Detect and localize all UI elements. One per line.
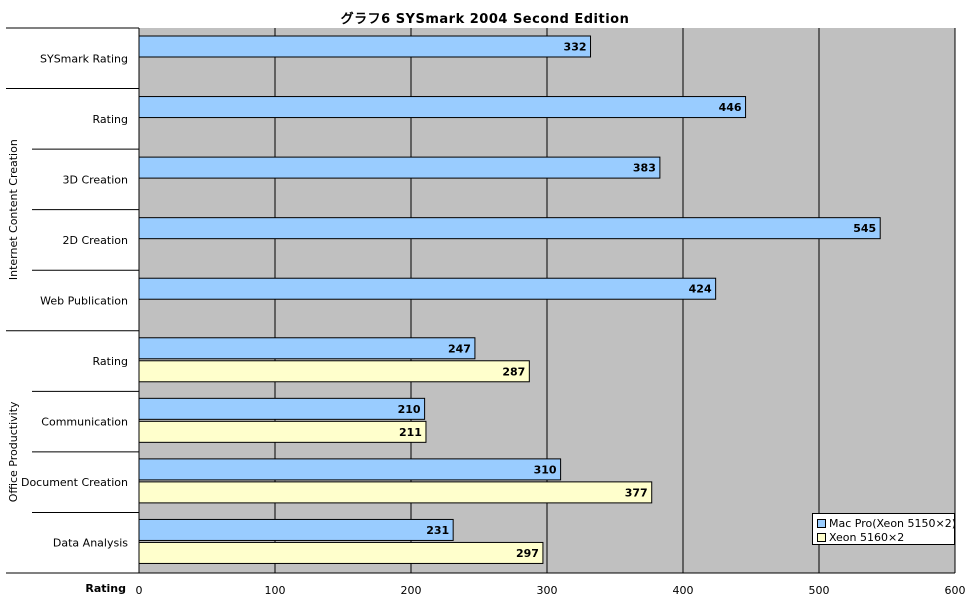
bar-series-1	[138, 35, 592, 58]
category-label: Rating	[93, 113, 128, 126]
data-label: 310	[534, 463, 557, 476]
bar-series-2	[138, 420, 427, 443]
data-label: 297	[516, 547, 539, 560]
data-label: 247	[448, 342, 471, 355]
data-label: 545	[853, 222, 876, 235]
data-label: 210	[398, 403, 421, 416]
data-label: 446	[719, 101, 742, 114]
category-label: Web Publication	[40, 295, 128, 308]
legend-label-series-1: Mac Pro(Xeon 5150×2)	[829, 516, 957, 530]
bar-series-1	[138, 156, 661, 179]
x-tick-label: 300	[537, 584, 558, 597]
data-label: 287	[502, 365, 525, 378]
category-label: SYSmark Rating	[40, 52, 128, 65]
bar-series-2	[138, 481, 653, 504]
category-label: Data Analysis	[53, 537, 128, 550]
legend-swatch-series-2	[817, 532, 826, 542]
x-tick-label: 600	[945, 584, 966, 597]
bar-series-1	[138, 96, 747, 119]
x-axis-label: Rating	[85, 582, 126, 595]
legend-item-series-2: Xeon 5160×2	[817, 530, 950, 544]
data-label: 332	[564, 41, 587, 54]
legend-item-series-1: Mac Pro(Xeon 5150×2)	[817, 516, 956, 530]
category-label: 3D Creation	[62, 173, 128, 186]
data-label: 377	[625, 486, 648, 499]
data-label: 424	[689, 283, 712, 296]
group-label: Internet Content Creation	[7, 139, 20, 280]
bar-series-1	[138, 518, 454, 541]
data-label: 383	[633, 162, 656, 175]
bar-series-1	[138, 277, 717, 300]
legend-swatch-series-1	[817, 518, 826, 528]
data-label: 231	[426, 524, 449, 537]
legend: Mac Pro(Xeon 5150×2) Xeon 5160×2	[812, 513, 956, 545]
group-label: Office Productivity	[7, 401, 20, 502]
category-label: 2D Creation	[62, 234, 128, 247]
legend-label-series-2: Xeon 5160×2	[829, 530, 905, 544]
x-tick-label: 400	[673, 584, 694, 597]
bar-series-2	[138, 541, 544, 564]
category-label: Rating	[93, 355, 128, 368]
bar-series-2	[138, 360, 530, 383]
x-tick-label: 0	[136, 584, 143, 597]
x-tick-label: 500	[809, 584, 830, 597]
x-tick-label: 200	[401, 584, 422, 597]
category-label: Communication	[41, 416, 128, 429]
bar-series-1	[138, 217, 881, 240]
chart-title: グラフ6 SYSmark 2004 Second Edition	[340, 12, 630, 27]
data-label: 211	[399, 426, 422, 439]
bar-series-1	[138, 337, 476, 360]
x-tick-label: 100	[265, 584, 286, 597]
bar-series-1	[138, 397, 426, 420]
bar-series-1	[138, 458, 562, 481]
category-label: Document Creation	[21, 476, 128, 489]
